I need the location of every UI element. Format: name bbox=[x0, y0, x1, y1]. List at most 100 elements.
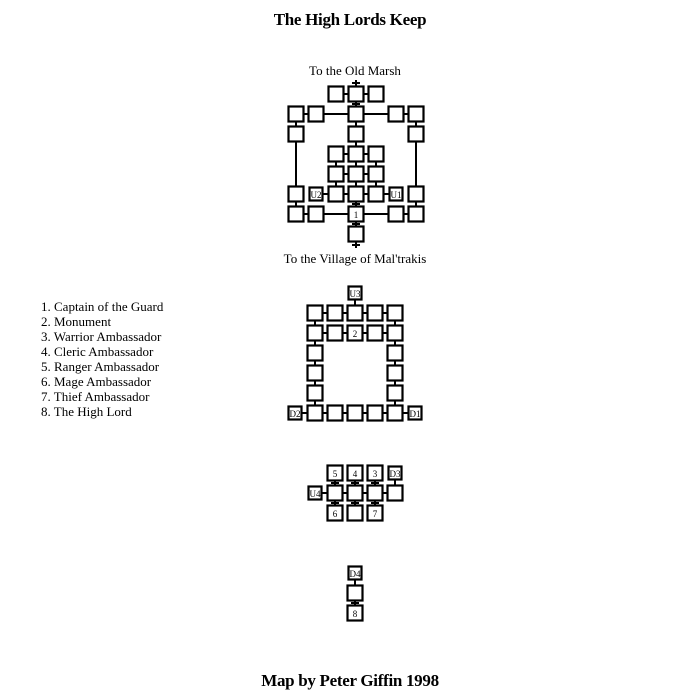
room-label: 6 bbox=[333, 509, 338, 519]
room-d4 bbox=[347, 565, 363, 581]
room-d1 bbox=[407, 405, 423, 421]
room bbox=[287, 105, 305, 123]
room-6 bbox=[326, 504, 344, 522]
room-label: 1 bbox=[354, 210, 359, 220]
room-label: 7 bbox=[373, 509, 378, 519]
room bbox=[306, 344, 324, 362]
room-label: 4 bbox=[353, 469, 358, 479]
room-d2 bbox=[287, 405, 303, 421]
room bbox=[347, 85, 365, 103]
room bbox=[407, 185, 425, 203]
room bbox=[366, 404, 384, 422]
room-7 bbox=[366, 504, 384, 522]
room-u3 bbox=[347, 285, 363, 301]
room bbox=[327, 85, 345, 103]
exit-south-label: To the Village of Mal'trakis bbox=[283, 251, 427, 266]
room bbox=[347, 145, 365, 163]
room bbox=[386, 304, 404, 322]
room bbox=[306, 304, 324, 322]
room-1 bbox=[347, 205, 365, 223]
room-label: 5 bbox=[333, 469, 338, 479]
room-label: U3 bbox=[350, 289, 361, 299]
room bbox=[327, 185, 345, 203]
room bbox=[347, 105, 365, 123]
room-label: D4 bbox=[350, 569, 361, 579]
room bbox=[327, 145, 345, 163]
room-label: D3 bbox=[390, 469, 401, 479]
room-label: 8 bbox=[353, 609, 358, 619]
room bbox=[306, 404, 324, 422]
legend-item: 8. The High Lord bbox=[41, 404, 132, 419]
room bbox=[366, 304, 384, 322]
room bbox=[407, 205, 425, 223]
room-5 bbox=[326, 464, 344, 482]
room bbox=[327, 165, 345, 183]
room bbox=[306, 384, 324, 402]
room-u2 bbox=[308, 186, 324, 202]
room bbox=[326, 404, 344, 422]
room bbox=[307, 205, 325, 223]
room-4 bbox=[346, 464, 364, 482]
room-u4 bbox=[307, 485, 323, 501]
room bbox=[407, 125, 425, 143]
room bbox=[386, 384, 404, 402]
room bbox=[386, 404, 404, 422]
room bbox=[386, 324, 404, 342]
room-2 bbox=[346, 324, 364, 342]
room bbox=[366, 484, 384, 502]
exit-north-label: To the Old Marsh bbox=[309, 63, 401, 78]
legend-item: 4. Cleric Ambassador bbox=[41, 344, 154, 359]
room bbox=[287, 185, 305, 203]
room-d3 bbox=[387, 465, 403, 481]
room bbox=[346, 304, 364, 322]
room bbox=[347, 225, 365, 243]
room bbox=[367, 145, 385, 163]
room bbox=[367, 185, 385, 203]
room bbox=[386, 484, 404, 502]
legend-item: 6. Mage Ambassador bbox=[41, 374, 152, 389]
legend-item: 2. Monument bbox=[41, 314, 112, 329]
room bbox=[287, 125, 305, 143]
room-3 bbox=[366, 464, 384, 482]
legend-item: 1. Captain of the Guard bbox=[41, 299, 164, 314]
room-label: U1 bbox=[391, 190, 402, 200]
room-label: 2 bbox=[353, 329, 358, 339]
room bbox=[367, 165, 385, 183]
map-title: The High Lords Keep bbox=[273, 10, 427, 29]
legend-item: 3. Warrior Ambassador bbox=[41, 329, 162, 344]
room bbox=[346, 504, 364, 522]
connections-ground-floor bbox=[295, 80, 417, 248]
room bbox=[306, 324, 324, 342]
room bbox=[387, 105, 405, 123]
room bbox=[346, 404, 364, 422]
room bbox=[347, 165, 365, 183]
room bbox=[326, 484, 344, 502]
legend-item: 7. Thief Ambassador bbox=[41, 389, 150, 404]
room bbox=[346, 484, 364, 502]
room bbox=[287, 205, 305, 223]
room-label: D2 bbox=[290, 409, 301, 419]
room bbox=[366, 324, 384, 342]
room bbox=[326, 324, 344, 342]
map-credit: Map by Peter Giffin 1998 bbox=[261, 671, 439, 690]
room bbox=[386, 344, 404, 362]
room bbox=[347, 125, 365, 143]
room bbox=[347, 185, 365, 203]
room bbox=[307, 105, 325, 123]
room-8 bbox=[346, 604, 364, 622]
room bbox=[367, 85, 385, 103]
legend-item: 5. Ranger Ambassador bbox=[41, 359, 160, 374]
room-u1 bbox=[388, 186, 404, 202]
room bbox=[306, 364, 324, 382]
room bbox=[386, 364, 404, 382]
room-label: U2 bbox=[311, 190, 322, 200]
room-label: U4 bbox=[310, 489, 321, 499]
room bbox=[346, 584, 364, 602]
room bbox=[387, 205, 405, 223]
room-label: D1 bbox=[410, 409, 421, 419]
legend: 1. Captain of the Guard 2. Monument 3. W… bbox=[41, 299, 163, 419]
room bbox=[326, 304, 344, 322]
room-label: 3 bbox=[373, 469, 378, 479]
